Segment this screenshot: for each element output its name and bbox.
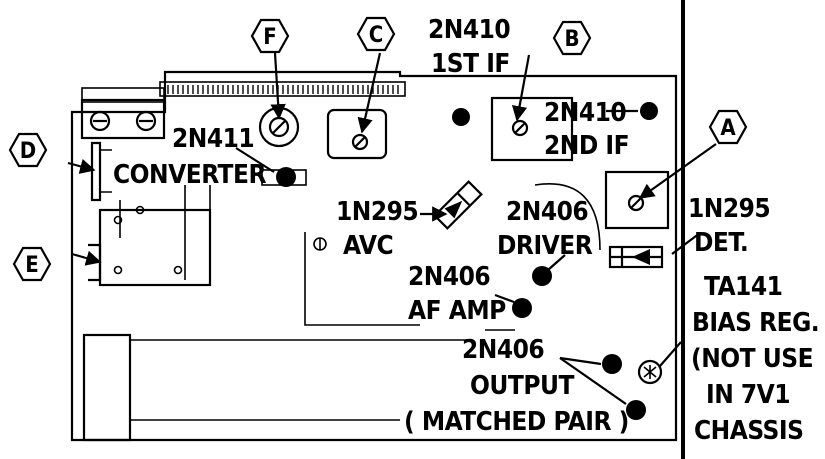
trimmer-b — [490, 96, 574, 162]
transistor-output-1 — [602, 354, 622, 374]
label-avc-name: AVC — [343, 231, 393, 261]
bias-note-line2: BIAS REG. — [692, 308, 819, 338]
trimmer-c — [326, 108, 388, 160]
tuning-rail — [159, 81, 406, 97]
board-outline — [70, 70, 678, 442]
transistor-driver — [532, 266, 552, 286]
transistor-converter — [276, 167, 296, 187]
bias-note-line5: CHASSIS — [694, 416, 803, 446]
label-afamp-type: 2N406 — [408, 262, 490, 292]
avc-board — [304, 232, 420, 326]
svg-text:D: D — [20, 139, 36, 164]
callout-b: B — [552, 20, 592, 56]
bias-reg-symbol — [637, 359, 663, 385]
diode-avc — [433, 180, 483, 230]
svg-text:F: F — [263, 25, 277, 50]
bias-note-line1: TA141 — [704, 272, 782, 302]
callout-f: F — [250, 18, 290, 54]
svg-text:B: B — [564, 27, 579, 52]
label-converter-type: 2N411 — [172, 124, 254, 154]
screw-icon — [89, 110, 111, 132]
speaker-block — [82, 333, 132, 442]
svg-text:A: A — [720, 116, 736, 141]
trimmer-a — [604, 170, 670, 230]
label-1st-if-type: 2N410 — [428, 15, 510, 45]
callout-a: A — [708, 109, 748, 145]
bracket-top — [81, 87, 165, 103]
callout-d: D — [8, 132, 48, 168]
transistor-output-2 — [626, 400, 646, 420]
label-det-type: 1N295 — [688, 194, 770, 224]
bracket — [80, 98, 166, 140]
label-driver-name: DRIVER — [497, 231, 593, 261]
svg-text:E: E — [25, 253, 39, 278]
callout-e: E — [12, 246, 52, 282]
label-converter-name: CONVERTER — [113, 160, 266, 190]
svg-text:C: C — [369, 23, 384, 48]
transistor-2nd-if — [640, 102, 658, 120]
bias-note-line3: (NOT USE — [691, 344, 813, 374]
label-output-name: OUTPUT — [470, 371, 574, 401]
transistor-af-amp — [512, 298, 532, 318]
label-afamp-name: AF AMP — [408, 296, 506, 326]
transistor-1st-if — [452, 108, 470, 126]
diode-det — [608, 245, 664, 269]
label-driver-type: 2N406 — [506, 197, 588, 227]
callout-c: C — [356, 16, 396, 52]
label-2nd-if-name: 2ND IF — [544, 131, 629, 161]
screw-icon — [135, 110, 157, 132]
label-det-name: DET. — [694, 228, 748, 258]
label-2nd-if-type: 2N410 — [544, 98, 626, 128]
bias-note-line4: IN 7V1 — [706, 380, 790, 410]
rail-teeth — [167, 85, 399, 94]
label-output-note: ( MATCHED PAIR ) — [404, 407, 629, 437]
label-avc-type: 1N295 — [336, 197, 418, 227]
label-output-type: 2N406 — [462, 335, 544, 365]
connector-d — [90, 141, 102, 202]
label-1st-if-name: 1ST IF — [431, 49, 510, 79]
